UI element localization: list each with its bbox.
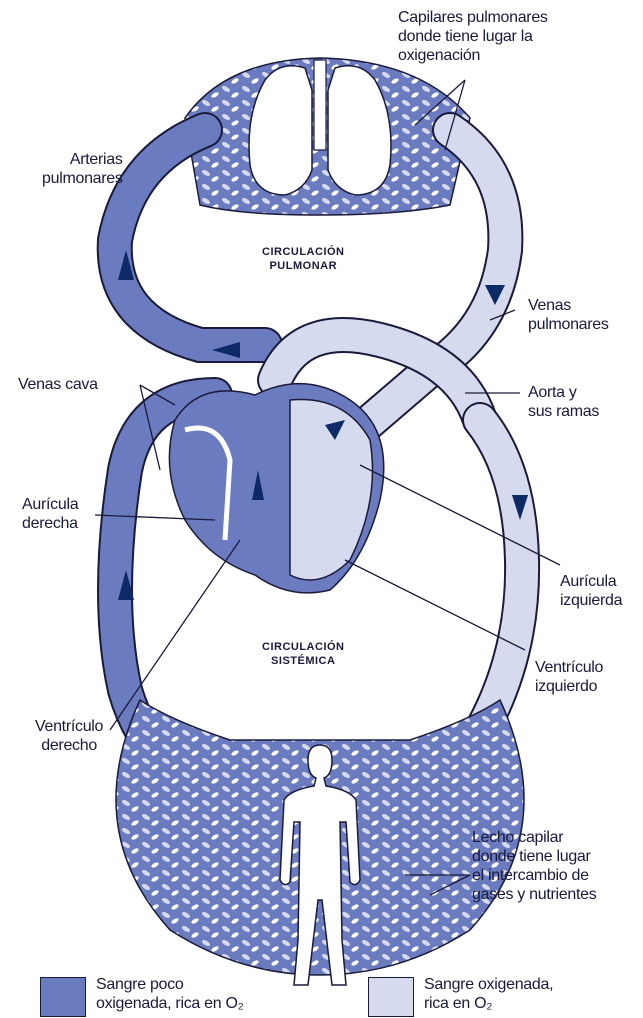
legend-swatch-deoxygenated [40,977,86,1017]
label-circulacion-pulmonar: CIRCULACIÓN PULMONAR [262,245,345,273]
label-capilares-pulmonares: Capilares pulmonares donde tiene lugar l… [398,8,548,65]
label-circulacion-sistemica: CIRCULACIÓN SISTÉMICA [262,640,345,668]
trachea [314,60,326,150]
legend-oxygenated: Sangre oxigenada, rica en O₂ [368,975,553,1017]
label-auricula-izquierda: Aurícula izquierda [560,572,622,610]
label-arterias-pulmonares: Arterias pulmonares [42,150,123,188]
legend-swatch-oxygenated [368,977,414,1017]
label-auricula-derecha: Aurícula derecha [22,495,78,533]
label-aorta: Aorta y sus ramas [528,383,599,421]
legend-text-deoxygenated: Sangre poco oxigenada, rica en O₂ [96,975,244,1013]
label-ventriculo-derecho: Ventrículo derecho [35,717,103,755]
label-ventriculo-izquierdo: Ventrículo izquierdo [535,658,603,696]
legend-deoxygenated: Sangre poco oxigenada, rica en O₂ [40,975,244,1017]
label-venas-pulmonares: Venas pulmonares [528,296,609,334]
legend-text-oxygenated: Sangre oxigenada, rica en O₂ [424,975,553,1013]
label-venas-cava: Venas cava [18,375,98,394]
label-lecho-capilar: Lecho capilar donde tiene lugar el inter… [472,828,596,904]
